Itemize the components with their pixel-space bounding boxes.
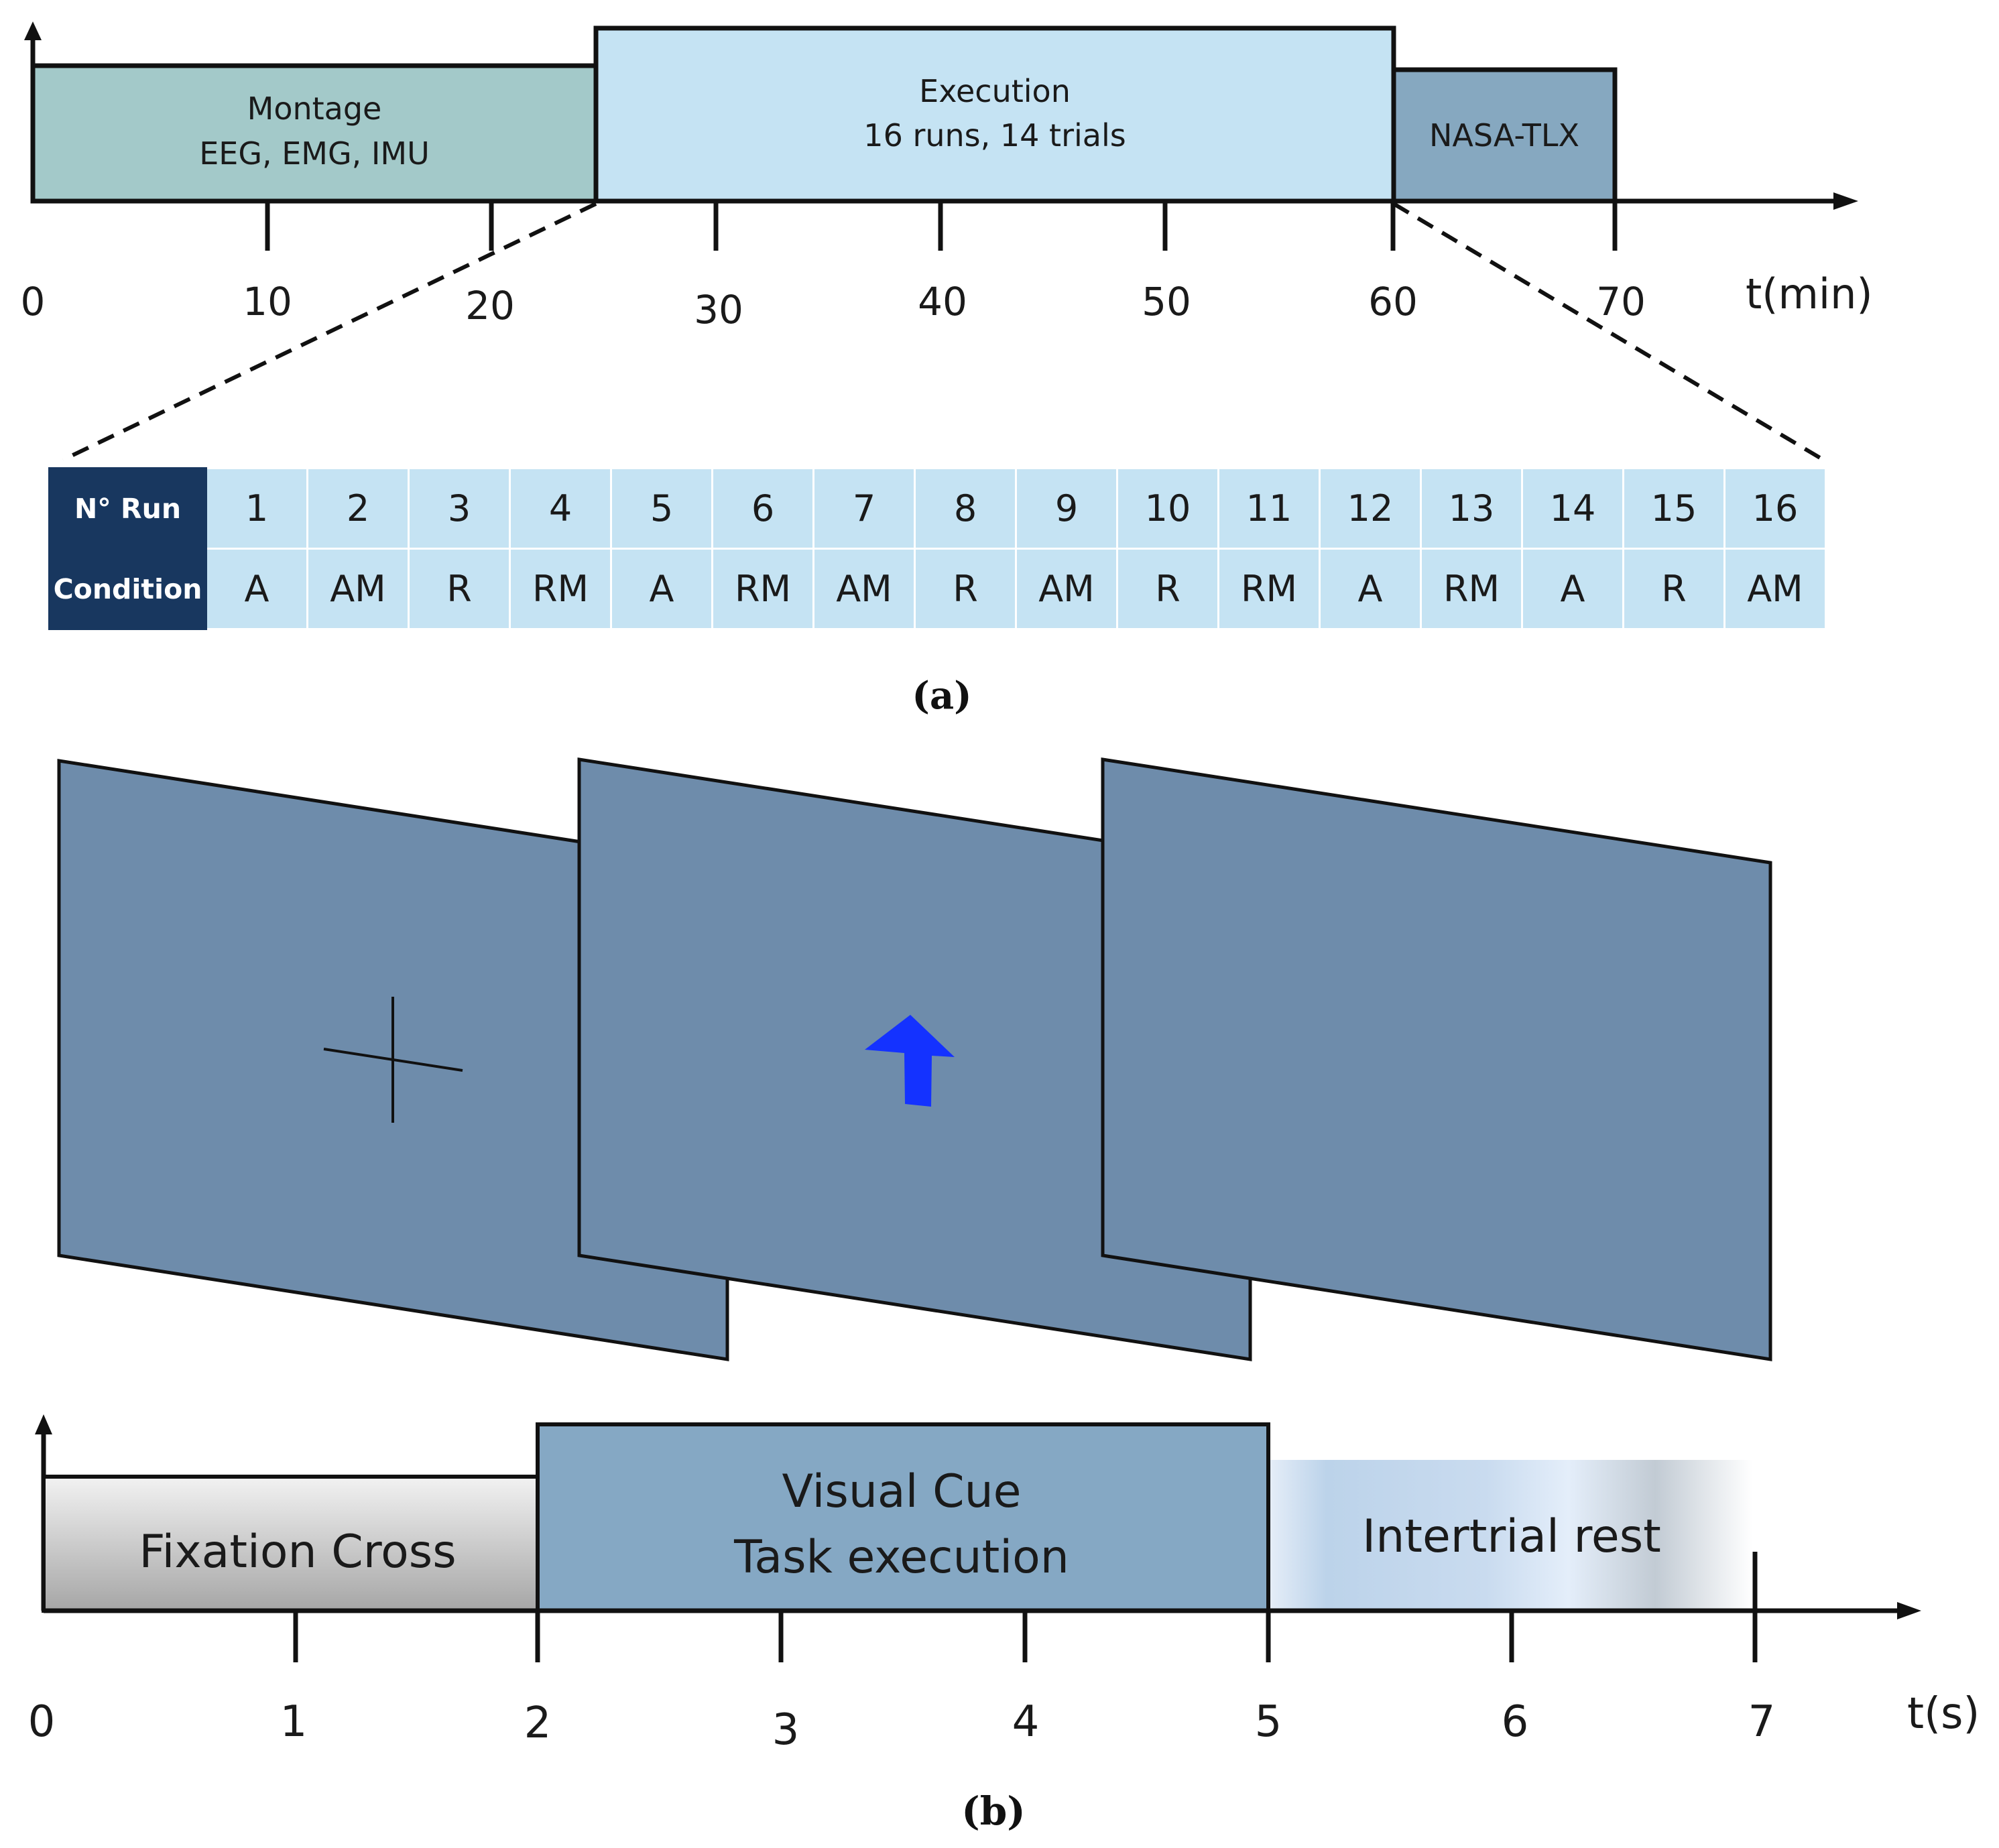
fixation-label: Fixation Cross: [139, 1526, 456, 1579]
run-number-cell: 12: [1319, 467, 1422, 550]
a-tick-label: 30: [694, 287, 743, 332]
b-tick-label: 0: [28, 1697, 56, 1747]
run-number-row: N° Run 1 2 3 4 5 6 7 8 9 10 11 12 13 14 …: [48, 467, 1827, 550]
task-execution-label: Task execution: [733, 1531, 1069, 1584]
run-number-cell: 2: [306, 467, 410, 550]
condition-cell: AM: [812, 548, 916, 630]
run-number-cell: 10: [1116, 467, 1219, 550]
intertrial-rest-label: Intertrial rest: [1362, 1510, 1661, 1563]
condition-cell: A: [1319, 548, 1422, 630]
run-number-cell: 11: [1217, 467, 1321, 550]
condition-cell: AM: [306, 548, 410, 630]
run-number-cell: 1: [205, 467, 308, 550]
a-tick-label: 10: [243, 279, 292, 324]
a-tick-label: 70: [1596, 279, 1646, 324]
phase-nasa-tlx: [1391, 67, 1618, 204]
a-tick-label: 0: [21, 279, 46, 324]
condition-cell: RM: [711, 548, 814, 630]
caption-a: (a): [912, 674, 971, 718]
condition-cell: R: [914, 548, 1017, 630]
montage-label: Montage: [247, 90, 382, 127]
panel-b-timeline: Fixation Cross Visual Cue Task execution…: [28, 1414, 1980, 1834]
run-number-cell: 6: [711, 467, 814, 550]
run-number-cell: 13: [1420, 467, 1523, 550]
condition-cell: RM: [1217, 548, 1321, 630]
nasa-tlx-label: NASA-TLX: [1429, 117, 1579, 153]
run-number-cell: 16: [1723, 467, 1827, 550]
a-tick-label: 50: [1142, 279, 1191, 324]
a-x-axis-arrow-icon: [1833, 192, 1858, 210]
phase-montage: [30, 63, 599, 204]
b-tick-label: 7: [1748, 1697, 1776, 1747]
run-number-cell: 7: [812, 467, 916, 550]
phase-visual-cue: [536, 1422, 1270, 1613]
b-tick-label: 1: [280, 1697, 308, 1747]
condition-row: Condition A AM R RM A RM AM R AM R RM A …: [48, 548, 1827, 630]
condition-cell: A: [610, 548, 713, 630]
condition-header: Condition: [48, 548, 207, 630]
b-tick-label: 4: [1012, 1697, 1040, 1747]
caption-b: (b): [961, 1788, 1025, 1834]
condition-cell: R: [1622, 548, 1725, 630]
condition-cell: A: [205, 548, 308, 630]
a-tick-label: 40: [918, 279, 967, 324]
phase-intertrial-rest: [1268, 1460, 1752, 1611]
b-tick-label: 3: [772, 1705, 800, 1755]
b-tick-label: 2: [524, 1699, 552, 1748]
execution-sublabel: 16 runs, 14 trials: [863, 117, 1126, 153]
condition-cell: R: [1116, 548, 1219, 630]
b-axis-unit: t(s): [1907, 1689, 1980, 1739]
condition-cell: AM: [1723, 548, 1827, 630]
zoom-line-right: [1392, 202, 1825, 462]
a-axis-ticks: [265, 201, 1618, 251]
montage-sublabel: EEG, EMG, IMU: [199, 135, 430, 172]
condition-cell: A: [1521, 548, 1624, 630]
panel-a-timeline: Montage EEG, EMG, IMU Execution 16 runs,…: [21, 21, 1873, 718]
run-number-cell: 9: [1015, 467, 1118, 550]
panel-b-screens: [57, 757, 1772, 1361]
a-axis-unit: t(min): [1746, 269, 1873, 318]
b-tick-label: 6: [1502, 1697, 1529, 1747]
b-y-axis-arrow-icon: [35, 1414, 52, 1434]
a-tick-label: 60: [1368, 279, 1418, 324]
run-number-header: N° Run: [48, 467, 207, 550]
b-axis-tick-labels: 0 1 2 3 4 5 6 7 t(s): [28, 1689, 1980, 1755]
run-number-cell: 3: [408, 467, 511, 550]
arrow-up-cue-icon: [865, 1015, 955, 1107]
run-number-cell: 14: [1521, 467, 1624, 550]
condition-cell: R: [408, 548, 511, 630]
a-y-axis-arrow-icon: [24, 21, 42, 40]
execution-label: Execution: [919, 73, 1071, 109]
run-number-cell: 4: [509, 467, 612, 550]
b-tick-label: 5: [1255, 1697, 1282, 1747]
fixation-cross-icon: [323, 997, 463, 1123]
phase-execution: [593, 25, 1396, 204]
run-number-cell: 8: [914, 467, 1017, 550]
condition-cell: RM: [1420, 548, 1523, 630]
a-tick-label: 20: [465, 283, 515, 328]
visual-cue-label: Visual Cue: [782, 1465, 1021, 1518]
run-condition-table: N° Run 1 2 3 4 5 6 7 8 9 10 11 12 13 14 …: [48, 467, 1827, 630]
zoom-line-left: [62, 202, 597, 462]
condition-cell: AM: [1015, 548, 1118, 630]
run-number-cell: 5: [610, 467, 713, 550]
run-number-cell: 15: [1622, 467, 1725, 550]
condition-cell: RM: [509, 548, 612, 630]
b-axis-ticks: [293, 1552, 1758, 1662]
screen-blank: [1101, 757, 1772, 1361]
b-x-axis-arrow-icon: [1897, 1602, 1921, 1619]
a-axis-tick-labels: 0 10 20 30 40 50 60 70 t(min): [21, 269, 1873, 332]
